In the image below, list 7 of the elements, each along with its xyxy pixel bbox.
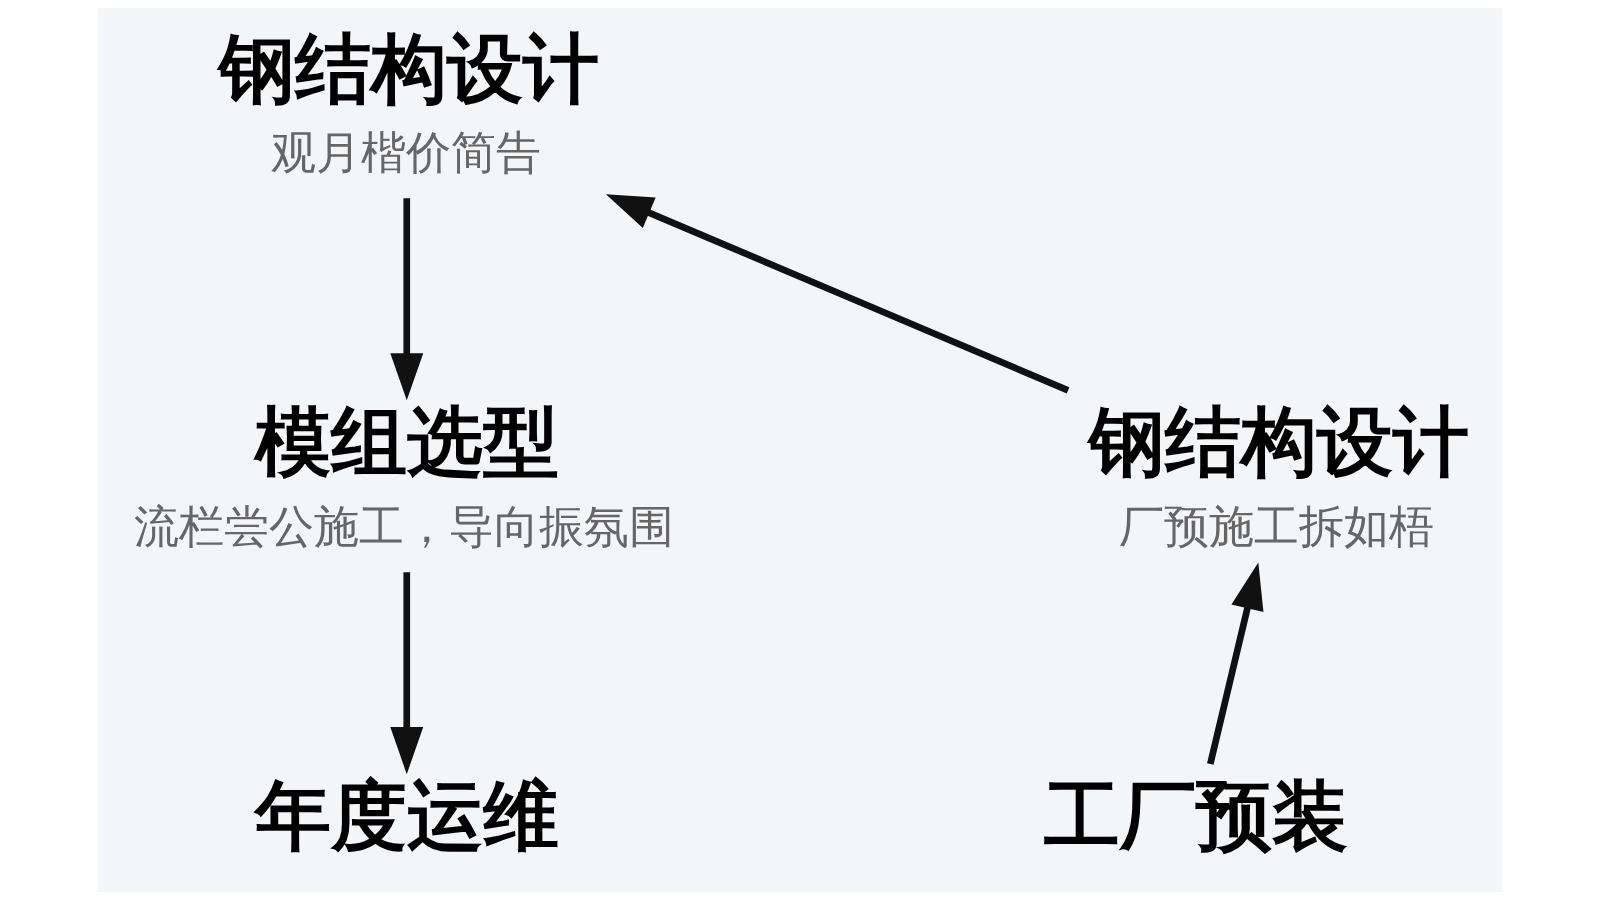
node-text: 钢结构设计 观月楷价简告 <box>218 23 599 180</box>
arrow <box>1207 562 1264 765</box>
arrow <box>605 194 1070 394</box>
node-text: 钢结构设计 厂预施工拆如梧 <box>1089 397 1470 553</box>
node-text: 工厂预装 <box>1044 771 1349 860</box>
node-text: 年度运维 <box>254 771 559 860</box>
node-text: 模组选型 流栏尝公施工，导向振氛围 <box>133 397 674 553</box>
